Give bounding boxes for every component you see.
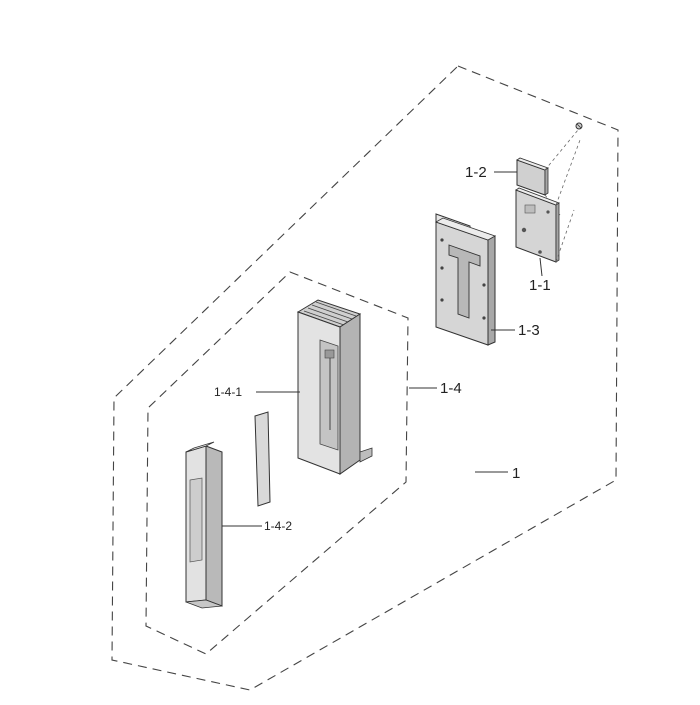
- label-1-2: 1-2: [465, 164, 487, 181]
- subassembly-1-4-boundary: [145, 271, 409, 655]
- label-1-3: 1-3: [518, 322, 540, 339]
- label-1-4-1: 1-4-1: [214, 385, 242, 399]
- screw-icon: [575, 122, 583, 130]
- part-1-4-1-cover: [296, 299, 373, 475]
- narrow-strip-part: [254, 411, 271, 507]
- leader-line-1-1: [539, 257, 543, 277]
- part-1-4-2-trim: [185, 441, 223, 609]
- part-1-2-plate: [516, 129, 579, 216]
- label-1-4: 1-4: [440, 380, 462, 397]
- label-1: 1: [512, 465, 520, 482]
- part-1-1-board: [515, 139, 581, 263]
- assembly-1-boundary: [111, 65, 619, 691]
- part-1-3-bracket: [435, 213, 496, 346]
- label-1-1: 1-1: [529, 277, 551, 294]
- label-1-4-2: 1-4-2: [264, 519, 292, 533]
